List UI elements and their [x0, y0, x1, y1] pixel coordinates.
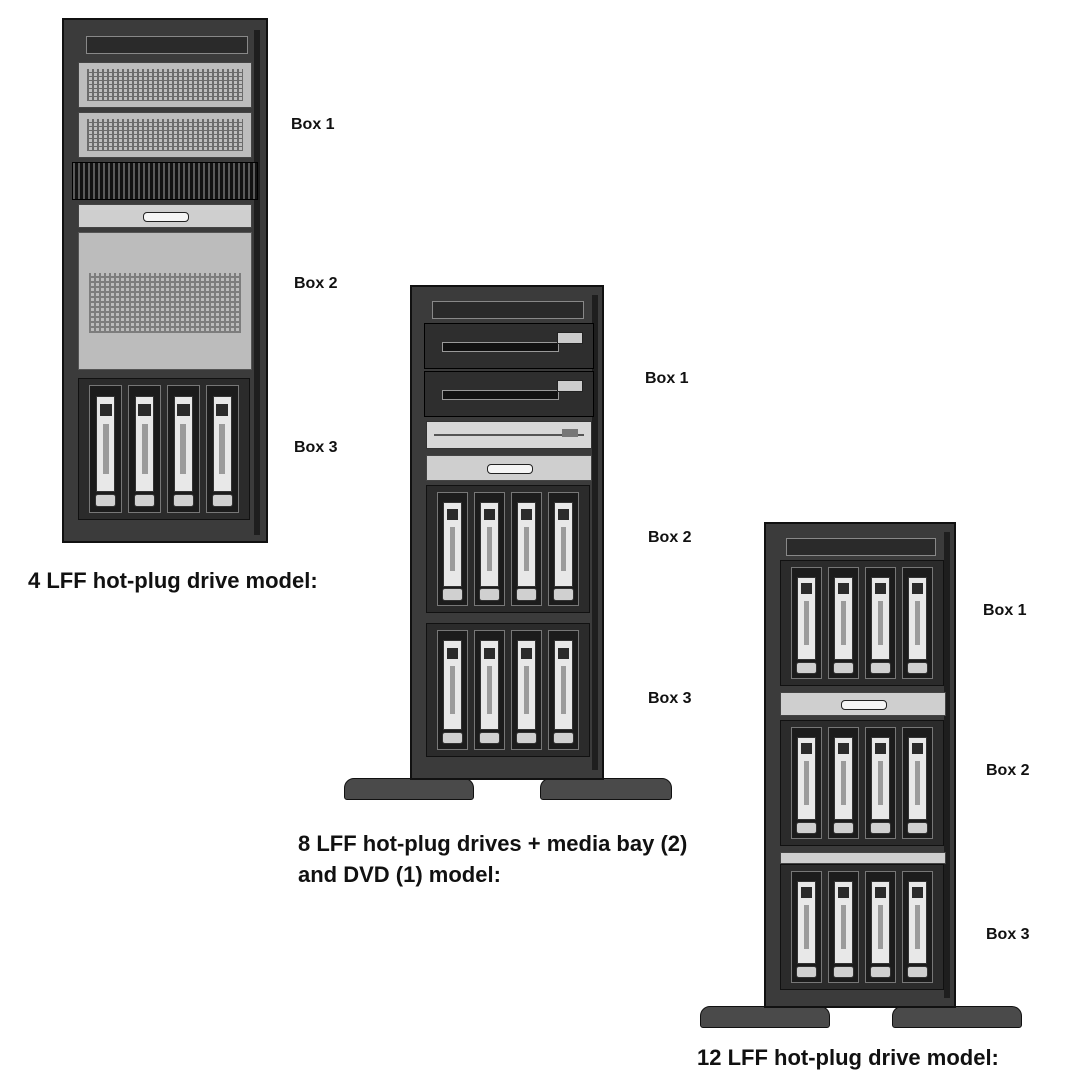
box-2-label: Box 2: [648, 529, 692, 546]
caption-line: 4 LFF hot-plug drive model:: [28, 568, 318, 593]
box-2-label: Box 2: [986, 762, 1030, 779]
server-chassis: [764, 522, 956, 1008]
lff-drive: [865, 727, 896, 839]
dvd-drive: [426, 421, 592, 449]
caption-12lff: 12 LFF hot-plug drive model:: [697, 1042, 999, 1073]
media-bay: [424, 371, 594, 417]
front-io-panel: [86, 36, 248, 54]
lff-drive: [828, 871, 859, 983]
black-bay: [72, 162, 258, 200]
lff-drive: [791, 567, 822, 679]
drive-cage: [426, 485, 590, 613]
lff-drive: [791, 871, 822, 983]
blank-bay: [78, 62, 252, 108]
server-chassis: [62, 18, 268, 543]
lff-drive: [828, 567, 859, 679]
lff-drive: [548, 630, 579, 750]
lff-drive: [902, 871, 933, 983]
box-1-label: Box 1: [645, 370, 689, 387]
lff-drive: [437, 492, 468, 606]
lff-drive: [437, 630, 468, 750]
drive-cage: [780, 560, 944, 686]
divider-bar: [780, 852, 946, 864]
lff-drive: [89, 385, 122, 513]
server-foot: [344, 778, 474, 800]
box-1-label: Box 1: [983, 602, 1027, 619]
front-io-panel: [786, 538, 936, 556]
caption-8lff: 8 LFF hot-plug drives + media bay (2) an…: [298, 828, 687, 890]
front-io-panel: [432, 301, 584, 319]
lff-drive: [474, 492, 505, 606]
server-foot: [892, 1006, 1022, 1028]
box-3-label: Box 3: [986, 926, 1030, 943]
lff-drive: [902, 567, 933, 679]
caption-line: 8 LFF hot-plug drives + media bay (2): [298, 831, 688, 856]
lff-drive: [865, 871, 896, 983]
lff-drive: [791, 727, 822, 839]
lff-drive: [206, 385, 239, 513]
media-bay: [424, 323, 594, 369]
server-foot: [540, 778, 672, 800]
lff-drive: [167, 385, 200, 513]
lff-drive: [548, 492, 579, 606]
box-3-label: Box 3: [294, 439, 338, 456]
caption-line: and DVD (1) model:: [298, 862, 501, 887]
vent-panel: [78, 232, 252, 370]
box-3-label: Box 3: [648, 690, 692, 704]
drive-cage: [780, 720, 944, 846]
box-1-label: Box 1: [291, 116, 335, 133]
drive-cage: [426, 623, 590, 757]
lff-drive: [474, 630, 505, 750]
blank-bay: [78, 112, 252, 158]
lff-drive: [511, 492, 542, 606]
server-chassis: [410, 285, 604, 780]
lff-drive: [865, 567, 896, 679]
lff-drive: [511, 630, 542, 750]
divider-bar: [78, 204, 252, 228]
drive-cage: [780, 864, 944, 990]
divider-bar: [426, 455, 592, 481]
box-2-label: Box 2: [294, 275, 338, 292]
server-foot: [700, 1006, 830, 1028]
lff-drive: [128, 385, 161, 513]
drive-cage: [78, 378, 250, 520]
lff-drive: [902, 727, 933, 839]
lff-drive: [828, 727, 859, 839]
divider-bar: [780, 692, 946, 716]
caption-4lff: 4 LFF hot-plug drive model:: [28, 565, 318, 596]
caption-line: 12 LFF hot-plug drive model:: [697, 1045, 999, 1070]
